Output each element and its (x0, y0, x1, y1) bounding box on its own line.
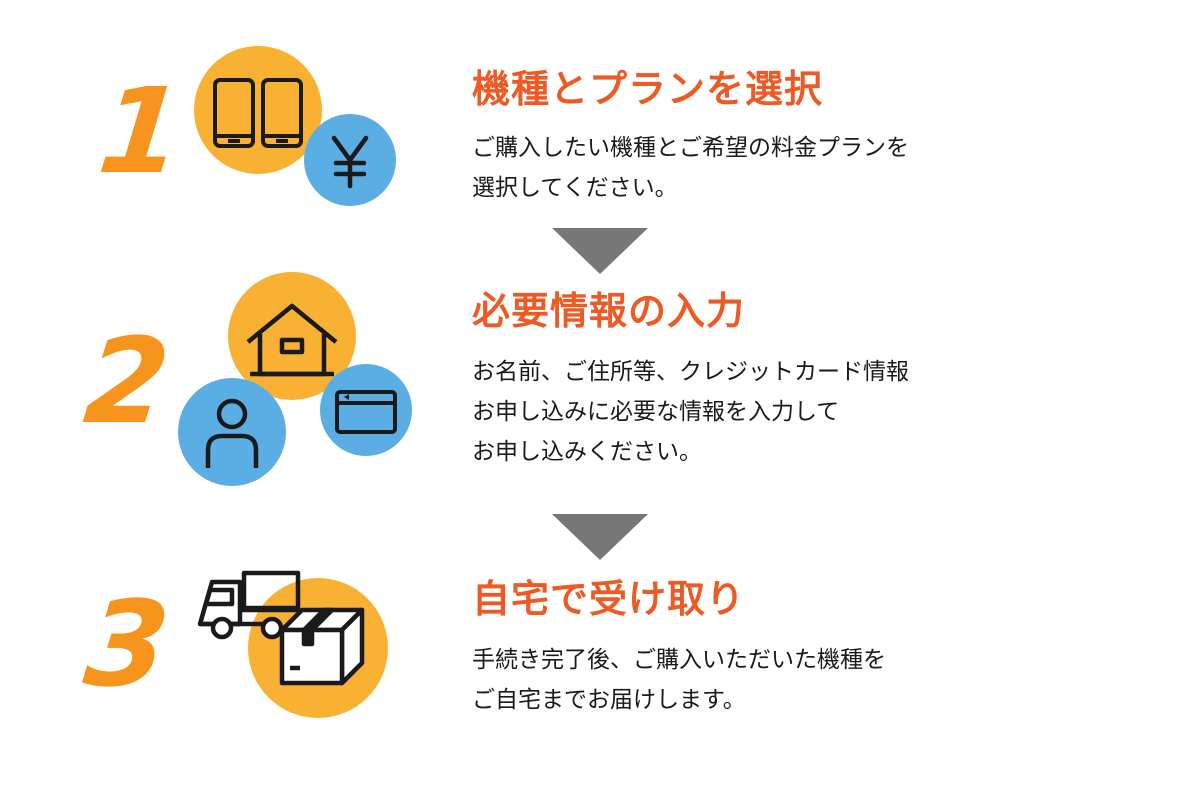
down-arrow-icon (552, 228, 648, 274)
house-icon (246, 303, 338, 377)
smartphone-icon (261, 78, 303, 148)
step-2-description-line: お申し込みください。 (472, 439, 702, 465)
step-3-description-line: 手続き完了後、ご購入いただいた機種を (472, 647, 886, 673)
step-1-description: ご購入したい機種とご希望の料金プランを 選択してください。 (472, 128, 909, 208)
down-arrow-icon (552, 514, 648, 560)
step-1-title: 機種とプランを選択 (472, 67, 824, 111)
step-3-description-line: ご自宅までお届けします。 (472, 687, 746, 713)
step-2-description-line: お名前、ご住所等、クレジットカード情報 (472, 359, 909, 385)
yen-icon (331, 135, 369, 189)
step-3-title: 自宅で受け取り (472, 577, 746, 621)
step-1-icons (194, 46, 396, 206)
step-2-description: お名前、ご住所等、クレジットカード情報 お申し込みに必要な情報を入力して お申し… (472, 352, 909, 472)
step-1-description-line: ご購入したい機種とご希望の料金プランを (472, 135, 909, 161)
package-box-icon (260, 607, 365, 686)
step-1-description-line: 選択してください。 (472, 175, 678, 201)
smartphone-icon (213, 78, 255, 148)
step-2-icons (178, 272, 412, 486)
step-3-icons (197, 570, 388, 718)
person-icon (205, 398, 259, 468)
credit-card-icon (335, 390, 397, 434)
step-icons (178, 46, 412, 718)
step-3-description: 手続き完了後、ご購入いただいた機種を ご自宅までお届けします。 (472, 640, 886, 720)
step-2-title: 必要情報の入力 (472, 289, 746, 333)
step-2-description-line: お申し込みに必要な情報を入力して (472, 399, 840, 425)
